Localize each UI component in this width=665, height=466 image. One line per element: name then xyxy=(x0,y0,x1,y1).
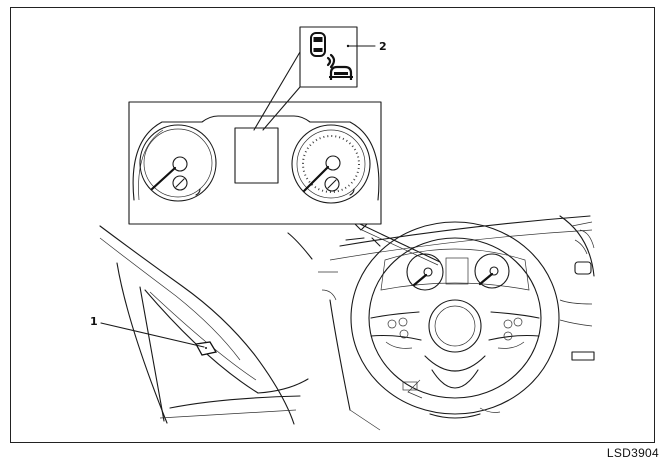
zoom-line-left xyxy=(253,51,301,131)
speedometer-gauge xyxy=(291,124,371,204)
cluster-inset xyxy=(128,101,382,231)
callout-1-label: 1 xyxy=(90,315,98,328)
door-switch xyxy=(194,341,218,356)
zoom-line-right xyxy=(262,86,301,131)
car-with-signal-icon xyxy=(310,32,353,80)
callout-2-label: 2 xyxy=(379,40,387,53)
figure-frame xyxy=(10,7,655,443)
zoom-line-cluster xyxy=(359,223,441,263)
indicator-box xyxy=(299,26,358,88)
dashboard-scene xyxy=(318,215,595,431)
door-area-scene xyxy=(99,225,313,425)
center-display xyxy=(234,127,279,184)
figure-code: LSD3904 xyxy=(606,446,659,460)
steering-wheel xyxy=(350,221,560,415)
callout-1-leader xyxy=(100,322,205,348)
tachometer-gauge xyxy=(139,124,217,202)
